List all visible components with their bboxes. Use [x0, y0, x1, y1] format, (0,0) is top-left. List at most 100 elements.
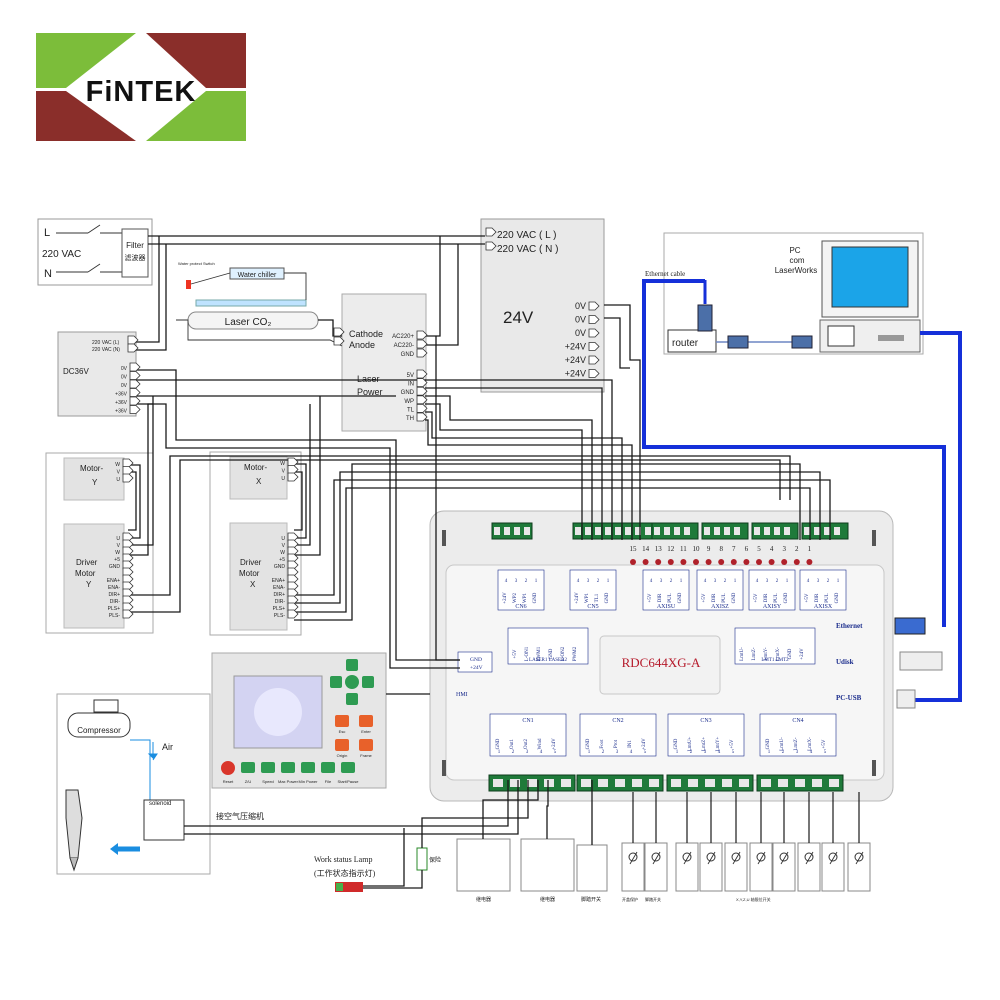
io-number: 1 [808, 545, 812, 553]
svg-text:4: 4 [540, 750, 543, 755]
hmi-port-label: HMI [456, 692, 468, 698]
panel-button[interactable] [301, 762, 315, 773]
panel-button[interactable] [359, 739, 373, 751]
compressor-connect-label: 接空气压缩机 [216, 811, 264, 821]
mains-input-box: L 220 VAC N Filter 滤波器 [37, 218, 153, 286]
svg-text:1: 1 [535, 579, 538, 584]
panel-button[interactable] [341, 762, 355, 773]
pcusb-port-label: PC-USB [836, 694, 862, 702]
driver-y-pins-pin: PLS+ [108, 606, 120, 612]
panel-button-label: Enter [361, 729, 371, 734]
connector-pin-label: DIR [658, 593, 663, 602]
relay2-label: 继电器 [540, 896, 555, 903]
motor-x-label: Motor- [244, 463, 267, 472]
driver-x-label2: Motor [239, 569, 260, 578]
driver-y-pins-pin: PLS- [109, 613, 120, 619]
motor-y-label: Motor- [80, 464, 103, 473]
dc36-pins-pin: +36V [115, 400, 127, 406]
foot-switch-label: 脚踏开关 [581, 896, 601, 903]
connector-pin-label: GND [766, 738, 771, 749]
driver-x-label1: Driver [240, 558, 262, 567]
motor-x-pins-pin: V [282, 469, 286, 475]
limit-switches-label: X,Y,Z,U 轴限位开关 [736, 896, 771, 902]
connector-pin-label: LmtY+ [716, 736, 721, 751]
svg-text:4: 4 [650, 579, 653, 584]
motor-y-pins-pin: U [116, 477, 120, 483]
connector-pin-label: GND [732, 592, 737, 603]
panel-button[interactable] [335, 715, 349, 727]
io-number: 9 [707, 545, 711, 553]
connector-pin-label: GND [784, 592, 789, 603]
connector-pin-label: Wind [538, 738, 543, 749]
limit-connector-name: LMT1 LMT2 [761, 658, 789, 663]
laser-connector-pin: L-ON2 [561, 646, 566, 661]
connector-pin-label: +5V [730, 739, 735, 748]
panel-button-label: Reset [223, 779, 234, 784]
svg-text:3: 3 [587, 579, 590, 584]
pc-label1: PC [789, 246, 800, 255]
motor-x-axis: X [256, 477, 262, 486]
connector-pin-label: GND [835, 592, 840, 603]
laser-power-title1: Laser [357, 374, 380, 384]
panel-button[interactable] [281, 762, 295, 773]
switch2-label: 脚踏开关 [645, 896, 661, 902]
panel-button[interactable] [241, 762, 255, 773]
svg-text:3: 3 [796, 750, 799, 755]
driver-y-pins-pin: DIR+ [108, 592, 120, 598]
svg-text:2: 2 [670, 579, 673, 584]
laser-connector-pin: PWM1 [537, 646, 542, 661]
panel-button[interactable] [335, 739, 349, 751]
connector-pin-label: LmtU+ [688, 736, 693, 751]
panel-button[interactable] [261, 762, 275, 773]
io-number: 15 [630, 545, 638, 553]
laser-connector-name: LASER1 LASER2 [529, 658, 567, 663]
driver-x-pins-pin: DIR+ [273, 592, 285, 598]
driver-y-label2: Motor [75, 569, 96, 578]
connector-pin-label: WP1 [585, 593, 590, 604]
io-led [667, 559, 674, 565]
connector-pin-label: TL1 [595, 593, 600, 602]
laser-tube-group: Water chiller Water protect Switch Laser… [178, 261, 319, 330]
connector-pin-label: +5V [805, 593, 810, 602]
io-led [718, 559, 725, 565]
driver-y-pins-pin: GND [109, 564, 121, 570]
pc-group: PC com LaserWorks router Ethernet cable [645, 232, 924, 355]
svg-text:3: 3 [766, 579, 769, 584]
filter-cn-label: 滤波器 [125, 253, 146, 262]
panel-button[interactable] [359, 715, 373, 727]
connector-pin-label: WP1 [523, 593, 528, 604]
psu24-pins-pin: +24V [565, 369, 586, 379]
panel-button[interactable] [321, 762, 335, 773]
driver-x-pins-pin: DIR- [275, 599, 286, 605]
connector-pin-label: PUL [668, 593, 673, 602]
driver-x-pins-pin: PLS- [274, 613, 285, 619]
svg-text:3: 3 [704, 750, 707, 755]
connector-pin-label: +5V [822, 739, 827, 748]
controller-model: RDC644XG-A [622, 655, 701, 670]
connector-name: AXISZ [711, 604, 729, 610]
svg-text:4: 4 [810, 750, 813, 755]
driver-x-pins-pin: ENA- [273, 585, 285, 591]
io-number: 7 [732, 545, 736, 553]
io-led [705, 559, 712, 565]
motor-x-pins-pin: W [280, 461, 285, 467]
connector-name: AXISX [814, 604, 833, 610]
svg-text:5: 5 [732, 750, 735, 755]
reset-button[interactable] [221, 761, 235, 775]
svg-text:3: 3 [515, 579, 518, 584]
connector-pin-label: LmtZ+ [702, 737, 707, 751]
connector-pin-label: DIR [712, 593, 717, 602]
driver-x-pins-pin: GND [274, 564, 286, 570]
connector-pin-label: DIR [764, 593, 769, 602]
laser-sig-pins-pin: 5V [407, 373, 414, 379]
connector-pin-label: GND [674, 738, 679, 749]
laser-sig-pins-pin: TL [407, 407, 415, 413]
connector-name: CN5 [587, 604, 598, 610]
driver-y-pins-pin: ENA+ [107, 578, 120, 584]
dc36-pins-pin: 0V [121, 375, 128, 381]
connector-pin-label: LmtZ- [794, 737, 799, 750]
